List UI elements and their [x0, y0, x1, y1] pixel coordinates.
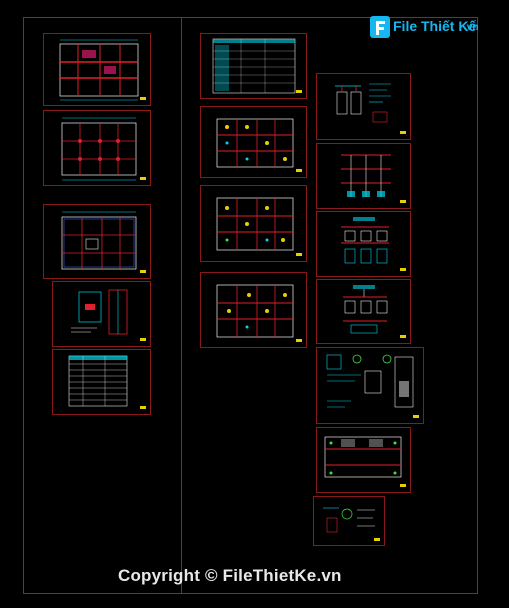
grounding-detail-drawing	[326, 354, 414, 408]
sheet-left-5[interactable]	[52, 349, 151, 415]
sheet-right-2[interactable]	[316, 143, 411, 209]
sheet-right-1[interactable]	[316, 73, 411, 140]
sheet-middle-3[interactable]	[200, 185, 307, 262]
sheet-left-4[interactable]	[52, 281, 151, 347]
sheet-right-5[interactable]	[316, 347, 424, 424]
lightning-protection-drawing	[324, 436, 402, 478]
drawing-frame	[23, 17, 478, 594]
sheet-left-3[interactable]	[43, 204, 151, 279]
sheet-left-2[interactable]	[43, 110, 151, 186]
sheet-left-1[interactable]	[43, 33, 151, 106]
floor-plan-drawing	[59, 39, 139, 101]
sheet-right-3[interactable]	[316, 211, 411, 277]
column-divider	[181, 17, 182, 594]
riser-diagram-2	[341, 217, 389, 264]
detail-drawing	[71, 289, 128, 335]
power-plan-drawing	[216, 197, 294, 251]
floor-plan-drawing-2	[61, 211, 137, 270]
riser-diagram-1	[341, 154, 391, 197]
copyright-watermark: Copyright © FileThietKe.vn	[118, 566, 342, 585]
column-grid-drawing	[61, 117, 137, 181]
sheet-middle-2[interactable]	[200, 106, 307, 178]
riser-diagram-3	[343, 285, 388, 334]
filethietke-logo: File Thiết Kế .vn	[370, 14, 482, 40]
lighting-plan-drawing	[216, 118, 294, 168]
legend-table-drawing	[212, 38, 296, 94]
socket-plan-drawing	[216, 284, 294, 338]
earthing-detail-drawing	[323, 507, 375, 533]
logo-brand: File Thiết Kế	[393, 18, 477, 34]
sheet-middle-1[interactable]	[200, 33, 307, 99]
logo-domain: .vn	[464, 22, 479, 33]
logo-icon	[370, 16, 390, 38]
single-line-diagram-1	[335, 83, 391, 123]
schedule-table-drawing	[68, 355, 128, 407]
sheet-right-6[interactable]	[316, 427, 411, 493]
sheet-middle-4[interactable]	[200, 272, 307, 348]
sheet-right-4[interactable]	[316, 279, 411, 344]
sheet-right-7[interactable]	[313, 496, 385, 546]
